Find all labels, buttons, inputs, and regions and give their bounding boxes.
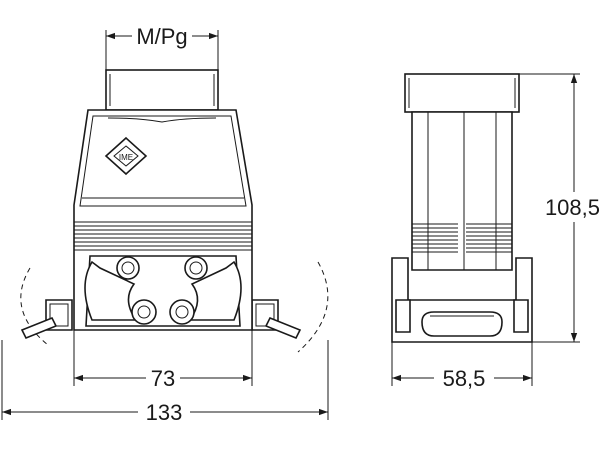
side-hood-body xyxy=(411,111,513,271)
front-ribs xyxy=(74,221,252,251)
dim-height-label: 108,5 xyxy=(545,195,600,220)
side-view xyxy=(391,73,533,343)
dim-thread-label: M/Pg xyxy=(136,24,187,49)
side-cable-gland xyxy=(404,73,520,113)
side-base xyxy=(391,257,533,343)
ilme-diamond-logo-icon: IME xyxy=(104,136,148,176)
right-latch-peg xyxy=(251,299,302,340)
side-ribs xyxy=(412,223,512,253)
dim-inner-width-label: 73 xyxy=(151,366,175,391)
dim-overall-width-label: 133 xyxy=(146,400,183,425)
left-latch-peg xyxy=(20,299,73,340)
dim-thread: M/Pg xyxy=(105,24,219,70)
dim-overall-width: 133 xyxy=(1,340,329,425)
front-clamp xyxy=(84,255,242,327)
front-view: IME xyxy=(20,69,329,353)
dim-side-width-label: 58,5 xyxy=(443,366,486,391)
lever-swing-arc xyxy=(20,261,329,353)
svg-text:IME: IME xyxy=(119,153,133,162)
dim-height: 108,5 xyxy=(519,73,600,343)
cable-gland xyxy=(105,69,219,111)
dim-inner-width: 73 xyxy=(73,330,253,391)
dim-side-width: 58,5 xyxy=(391,342,533,391)
